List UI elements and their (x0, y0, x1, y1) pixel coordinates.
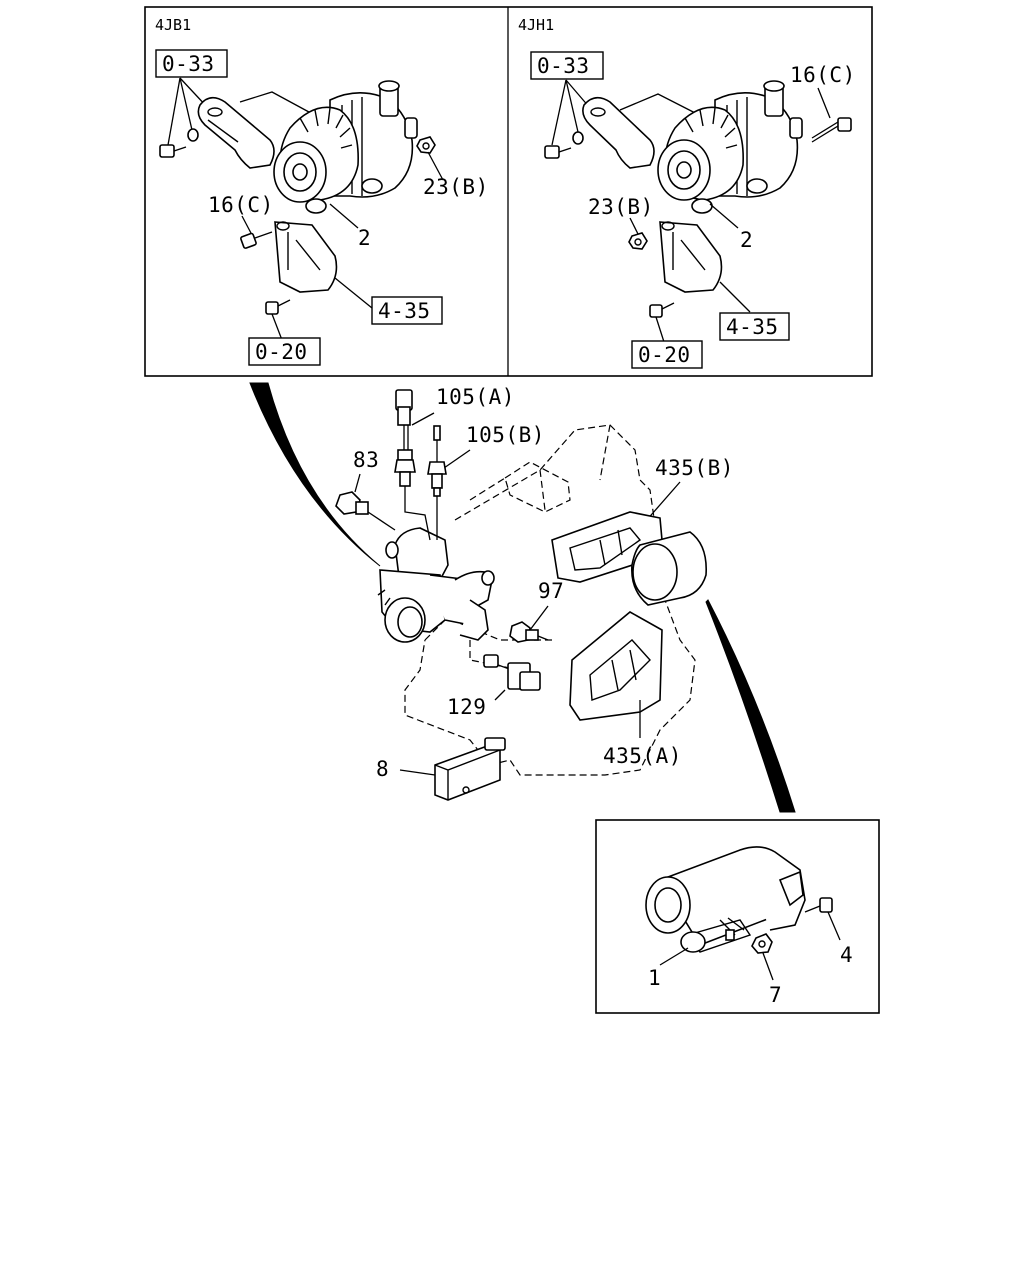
ref-0-33-right: 0-33 (537, 54, 590, 78)
thermostat-housing (377, 527, 495, 643)
callout-23b-left: 23(B) (423, 175, 489, 199)
callout-105a: 105(A) (436, 385, 515, 409)
callout-435b: 435(B) (655, 456, 734, 480)
heat-shield-435a (569, 611, 663, 721)
ref-0-20-left: 0-20 (255, 340, 308, 364)
panel-title-4jb1: 4JB1 (155, 16, 191, 34)
washer-right (572, 131, 584, 145)
starter-detail-panel: 1 7 4 (595, 819, 880, 1014)
starter-panel-frame (595, 819, 880, 1014)
alternator-assembly-4jb1: 0-33 (155, 49, 489, 366)
top-panels: 4JB1 4JH1 (144, 6, 873, 377)
bolt-lower-right (649, 302, 675, 318)
ref-4-35-left: 4-35 (378, 299, 431, 323)
callout-2-left: 2 (358, 226, 371, 250)
nut-7 (751, 933, 773, 954)
ref-box-0-20-right (631, 340, 703, 369)
callout-83: 83 (353, 448, 379, 472)
ref-box-4-35-right (719, 312, 790, 341)
starter-on-engine (631, 531, 707, 606)
mount-bracket-left (274, 221, 338, 293)
callout-8: 8 (376, 757, 389, 781)
nut-23b-left (416, 136, 436, 154)
callout-97: 97 (538, 579, 564, 603)
ref-box-0-33-right (530, 51, 604, 80)
callout-23b-right: 23(B) (588, 195, 654, 219)
ref-box-0-33-left (155, 49, 228, 78)
sensor-105a (394, 389, 416, 487)
starter-motor (645, 846, 806, 953)
washer-left (187, 128, 199, 142)
sensor-105b (427, 425, 447, 497)
bolt-lower-left (265, 299, 291, 315)
ref-0-33-left: 0-33 (162, 52, 215, 76)
ref-4-35-right: 4-35 (726, 315, 779, 339)
alternator-assembly-4jh1: 0-33 16(C) (530, 51, 856, 369)
callout-16c-right: 16(C) (790, 63, 856, 87)
relay-8 (434, 737, 506, 801)
bolt-4 (804, 897, 833, 913)
callout-105b: 105(B) (466, 423, 545, 447)
callout-16c-left: 16(C) (208, 193, 274, 217)
bolt-16c-left (240, 231, 273, 249)
adjusting-bracket-left (197, 96, 275, 169)
alternator-right (657, 80, 803, 214)
alternator-left (273, 80, 418, 214)
callout-2-right: 2 (740, 228, 753, 252)
bolt-left-top (159, 144, 187, 158)
ref-box-4-35-left (371, 296, 443, 325)
mount-bracket-right (659, 221, 723, 293)
callout-435a: 435(A) (603, 744, 682, 768)
ref-0-20-right: 0-20 (638, 343, 691, 367)
callout-129: 129 (447, 695, 486, 719)
nut-23b-right (628, 232, 648, 250)
connector-arrow-bottom (705, 599, 796, 813)
switch-97 (509, 621, 549, 643)
callout-1: 1 (648, 966, 661, 990)
callout-4: 4 (840, 943, 853, 967)
sensor-129 (483, 654, 541, 691)
bolt-right-top (544, 145, 572, 159)
callout-7: 7 (769, 983, 782, 1007)
connector-arrow-top (249, 382, 381, 567)
sender-83 (335, 491, 396, 531)
ref-box-0-20-left (248, 337, 321, 366)
panel-title-4jh1: 4JH1 (518, 16, 554, 34)
bolt-16c-right (811, 117, 852, 143)
